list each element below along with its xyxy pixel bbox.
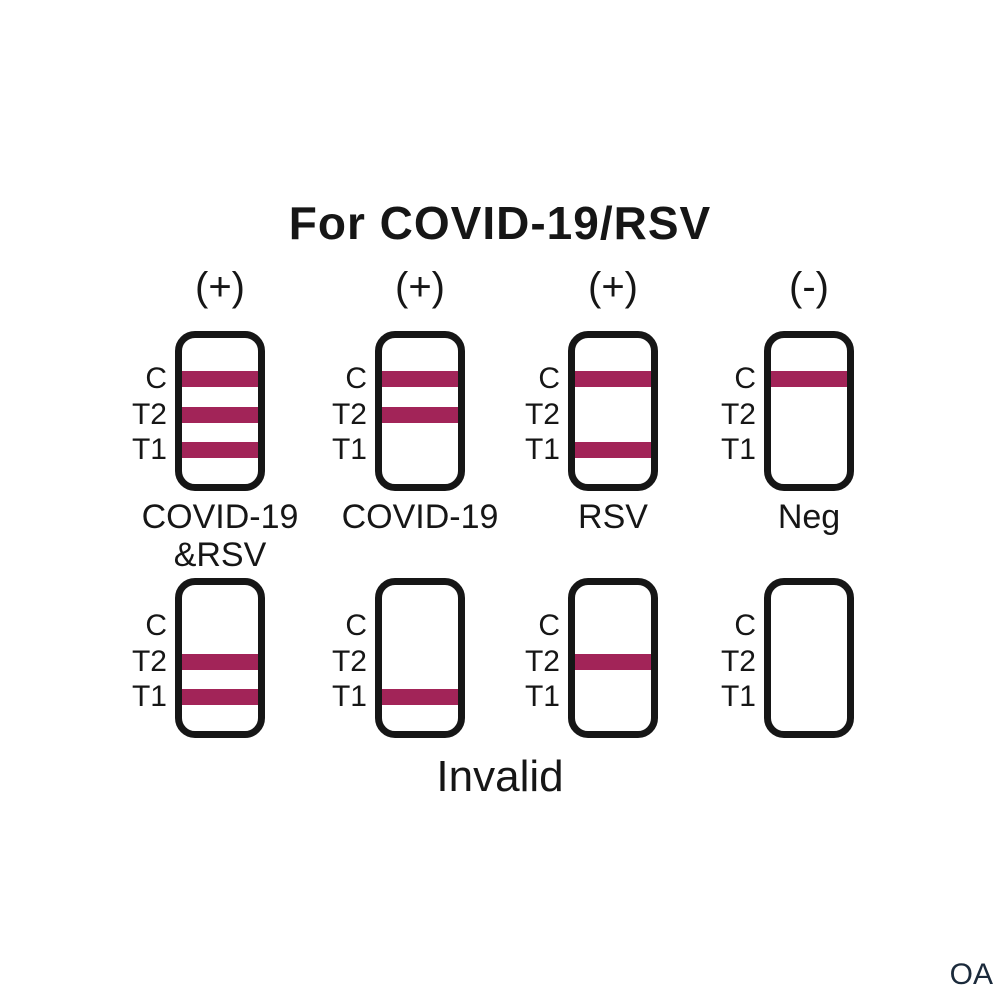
line-label-c-bottom-2: C xyxy=(345,609,367,642)
line-label-t1-bottom-1: T1 xyxy=(131,680,167,713)
result-label-top-3: RSV xyxy=(513,498,713,536)
line-label-t2-top-4: T2 xyxy=(720,398,756,431)
test-cassette-bottom-3 xyxy=(568,578,658,738)
line-label-t1-top-3: T1 xyxy=(524,433,560,466)
sign-label-top-3: (+) xyxy=(588,265,638,309)
line-label-t2-bottom-3: T2 xyxy=(524,645,560,678)
line-label-t1-bottom-2: T1 xyxy=(331,680,367,713)
test-cassette-top-2 xyxy=(375,331,465,491)
test-band-t1 xyxy=(382,689,458,705)
test-band-t2 xyxy=(382,407,458,423)
test-band-c xyxy=(771,371,847,387)
test-band-t1 xyxy=(182,689,258,705)
test-band-t2 xyxy=(575,654,651,670)
test-cassette-bottom-1 xyxy=(175,578,265,738)
test-band-c xyxy=(575,371,651,387)
test-cassette-bottom-2 xyxy=(375,578,465,738)
result-label-line: COVID-19 xyxy=(141,498,299,536)
line-label-t1-bottom-3: T1 xyxy=(524,680,560,713)
sign-label-top-4: (-) xyxy=(789,265,829,309)
result-label-line: &RSV xyxy=(173,536,267,575)
sign-label-top-2: (+) xyxy=(395,265,445,309)
test-cassette-top-1 xyxy=(175,331,265,491)
test-cassette-bottom-4 xyxy=(764,578,854,738)
line-label-t2-top-3: T2 xyxy=(524,398,560,431)
test-band-t1 xyxy=(575,442,651,458)
line-label-t2-bottom-4: T2 xyxy=(720,645,756,678)
test-band-c xyxy=(382,371,458,387)
line-label-c-bottom-4: C xyxy=(734,609,756,642)
line-label-c-top-3: C xyxy=(538,362,560,395)
line-label-t2-bottom-1: T2 xyxy=(131,645,167,678)
test-band-t2 xyxy=(182,654,258,670)
test-cassette-top-3 xyxy=(568,331,658,491)
line-label-c-top-4: C xyxy=(734,362,756,395)
line-label-t1-bottom-4: T1 xyxy=(720,680,756,713)
line-label-t2-top-1: T2 xyxy=(131,398,167,431)
line-label-t2-bottom-2: T2 xyxy=(331,645,367,678)
line-label-c-bottom-1: C xyxy=(145,609,167,642)
test-band-c xyxy=(182,371,258,387)
test-band-t1 xyxy=(182,442,258,458)
line-label-t1-top-2: T1 xyxy=(331,433,367,466)
line-label-t1-top-4: T1 xyxy=(720,433,756,466)
result-label-top-4: Neg xyxy=(709,498,909,536)
result-label-top-1: COVID-19&RSV xyxy=(120,498,320,574)
line-label-c-top-2: C xyxy=(345,362,367,395)
invalid-label: Invalid xyxy=(436,752,564,801)
sign-label-top-1: (+) xyxy=(195,265,245,309)
line-label-t1-top-1: T1 xyxy=(131,433,167,466)
line-label-c-bottom-3: C xyxy=(538,609,560,642)
watermark-text: OA xyxy=(949,958,993,991)
result-label-line: Neg xyxy=(777,498,841,536)
test-cassette-top-4 xyxy=(764,331,854,491)
line-label-c-top-1: C xyxy=(145,362,167,395)
diagram-title: For COVID-19/RSV xyxy=(288,197,712,249)
result-label-top-2: COVID-19 xyxy=(320,498,520,536)
test-band-t2 xyxy=(182,407,258,423)
result-label-line: RSV xyxy=(578,498,648,536)
line-label-t2-top-2: T2 xyxy=(331,398,367,431)
result-label-line: COVID-19 xyxy=(341,498,499,536)
